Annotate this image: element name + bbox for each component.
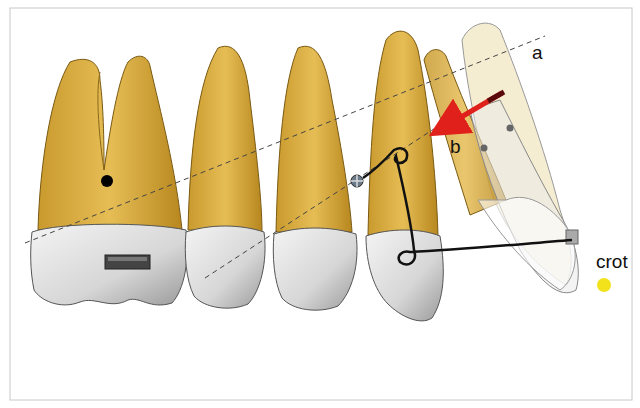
- rotation-center-dot: [597, 278, 611, 292]
- spring-wire: [351, 148, 572, 264]
- callout-letter: crot: [596, 251, 628, 273]
- axis-line: [205, 125, 440, 278]
- incisor: [424, 23, 578, 293]
- callout-letter: a: [532, 42, 543, 64]
- frame: [10, 8, 632, 400]
- premolar: [273, 46, 357, 310]
- axis-line: [25, 36, 545, 243]
- force-arrow: [488, 92, 504, 101]
- premolar: [185, 46, 265, 308]
- molar: [31, 56, 188, 305]
- callout-letter: b: [450, 136, 461, 158]
